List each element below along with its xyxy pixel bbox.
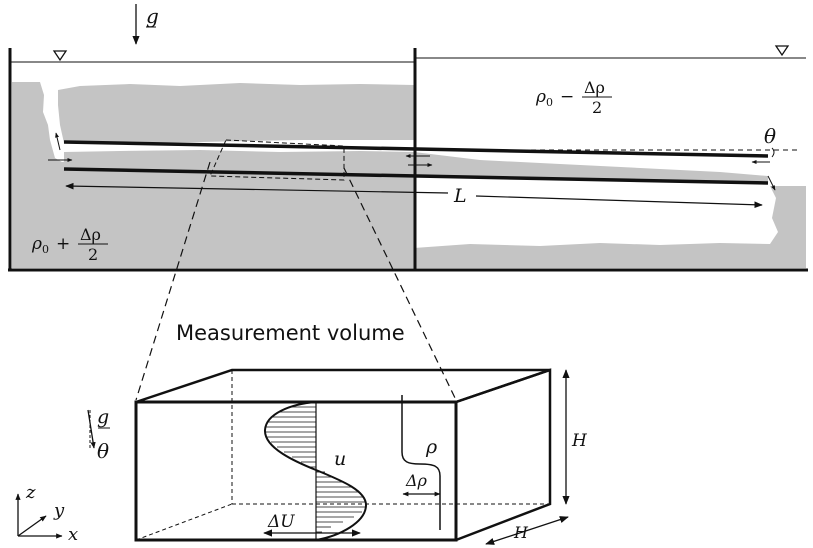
svg-text:+: + [56, 234, 70, 254]
delta-rho-label: Δρ [405, 471, 428, 490]
axis-y-arrow [17, 515, 47, 537]
svg-text:ρ: ρ [535, 87, 546, 107]
axis-z-label: z [25, 482, 36, 503]
svg-text:−: − [560, 87, 574, 107]
axis-x-label: x [68, 524, 78, 545]
gravity-indicator: g θ [87, 406, 110, 463]
svg-text:Δρ: Δρ [80, 225, 101, 244]
svg-text:0: 0 [42, 243, 49, 256]
zoom-line-left [135, 161, 211, 401]
measurement-box: u ΔU ρ Δρ H H [134, 368, 588, 545]
svg-text:Δρ: Δρ [584, 78, 605, 97]
gravity-label-top: g [146, 4, 159, 28]
velocity-label: u [334, 448, 346, 470]
length-arrow-left [65, 182, 449, 194]
theta-arc [771, 147, 775, 158]
theta-label-tube: θ [764, 124, 776, 148]
density-label: ρ [425, 436, 438, 458]
left-top-light-edge [58, 83, 414, 143]
measurement-volume-title: Measurement volume [176, 321, 405, 345]
tube-upper-wall [63, 140, 769, 158]
length-label: L [453, 185, 467, 207]
length-arrow-right [475, 195, 763, 209]
box-right-face [455, 368, 552, 542]
right-bottom-fluid [414, 186, 806, 268]
tube-lower-wall [63, 167, 769, 185]
flow-arrow-right-down [767, 175, 776, 191]
density-profile-curve [401, 395, 441, 530]
width-arrow [485, 516, 569, 545]
velocity-hatching [265, 406, 366, 533]
height-label: H [571, 431, 588, 451]
flow-arrow-left-up [55, 132, 61, 151]
coordinate-axes: z y x [15, 482, 78, 545]
svg-text:0: 0 [546, 96, 553, 109]
velocity-profile-curve [263, 401, 368, 541]
box-top-face [135, 368, 551, 404]
rho-left-label: ρ 0 + Δρ 2 [31, 225, 108, 264]
delta-u-label: ΔU [267, 512, 295, 532]
rho-right-label: ρ 0 − Δρ 2 [535, 78, 612, 117]
width-label: H [513, 523, 529, 542]
tank [8, 4, 808, 401]
left-dense-fluid [12, 82, 414, 268]
right-surface-marker-icon [774, 45, 790, 57]
theta-label-small: θ [97, 439, 109, 463]
left-surface-marker-icon [52, 50, 68, 62]
gravity-label-small: g [97, 406, 109, 428]
svg-text:2: 2 [88, 245, 98, 264]
svg-text:2: 2 [592, 98, 602, 117]
axis-y-label: y [53, 500, 65, 521]
box-front-face [134, 400, 458, 542]
hidden-edge-diagonal [135, 503, 233, 541]
zoom-line-right [343, 167, 457, 401]
measurement-region-box [209, 139, 345, 181]
svg-text:ρ: ρ [31, 234, 42, 254]
